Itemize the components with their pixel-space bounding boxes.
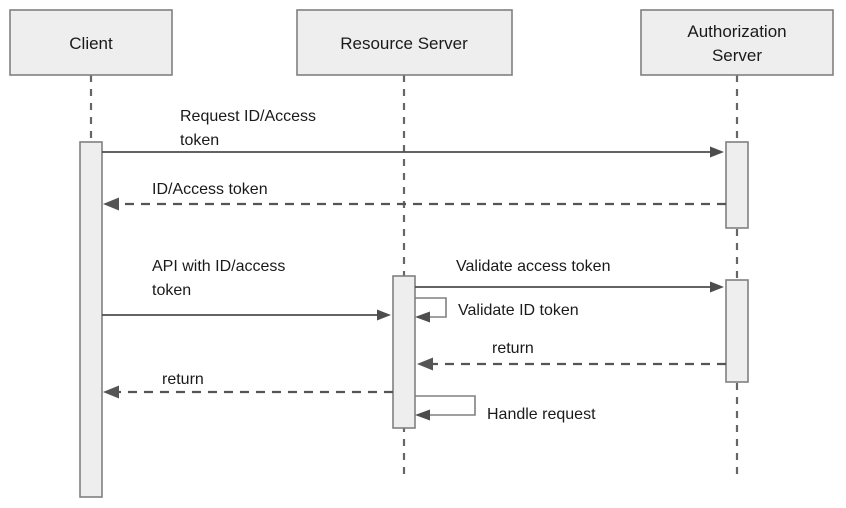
message-handle-request: Handle request	[415, 395, 596, 423]
message-label-api-with-id-access-token-line2: token	[152, 282, 191, 299]
message-label-api-with-id-access-token-line1: API with ID/access	[152, 258, 285, 275]
participant-label-client: Client	[69, 34, 113, 53]
arrowhead-handle-request	[415, 409, 430, 421]
participant-label-authorization-server-line1: Authorization	[687, 22, 786, 41]
message-return-resource-to-client: return	[103, 371, 393, 399]
activation-bar-authorization-server-1	[725, 141, 749, 229]
participant-box-resource-server[interactable]	[296, 9, 513, 76]
message-label-handle-request: Handle request	[487, 406, 596, 423]
participant-label-authorization-server-line2: Server	[712, 46, 762, 65]
activation-bar-client	[79, 141, 103, 498]
message-label-id-access-token-response: ID/Access token	[152, 181, 268, 198]
participant-client[interactable]: Client	[9, 9, 173, 76]
arrowhead-return-resource-to-client	[103, 385, 119, 399]
activation-bar-authorization-server-2	[725, 279, 749, 383]
message-id-access-token-response: ID/Access token	[103, 181, 726, 211]
participant-box-client[interactable]	[9, 9, 173, 76]
arrowhead-return-auth-to-resource	[417, 357, 433, 371]
activation-bars-layer	[79, 141, 749, 498]
arrowhead-validate-access-token	[710, 281, 724, 293]
message-api-with-id-access-token: API with ID/access token	[102, 258, 391, 321]
message-line-validate-id-token	[415, 297, 447, 318]
participant-box-authorization-server[interactable]	[640, 9, 834, 76]
message-return-auth-to-resource: return	[417, 340, 726, 371]
arrowhead-request-id-access-token	[710, 146, 724, 158]
message-request-id-access-token: Request ID/Access token	[102, 108, 724, 158]
participant-label-resource-server: Resource Server	[340, 34, 468, 53]
message-validate-access-token: Validate access token	[415, 258, 724, 293]
message-label-validate-access-token: Validate access token	[456, 258, 610, 275]
arrowhead-id-access-token-response	[103, 197, 119, 211]
message-label-validate-id-token: Validate ID token	[458, 302, 579, 319]
participant-authorization-server[interactable]: Authorization Server	[640, 9, 834, 76]
message-label-return-resource-to-client: return	[162, 371, 204, 388]
arrowhead-api-with-id-access-token	[377, 309, 391, 321]
message-line-handle-request	[415, 395, 476, 416]
message-label-request-id-access-token-line2: token	[180, 132, 219, 149]
message-validate-id-token: Validate ID token	[415, 297, 579, 323]
arrowhead-validate-id-token	[415, 311, 430, 323]
participant-resource-server[interactable]: Resource Server	[296, 9, 513, 76]
message-label-request-id-access-token-line1: Request ID/Access	[180, 108, 316, 125]
message-label-return-auth-to-resource: return	[492, 340, 534, 357]
activation-bar-resource-server	[392, 275, 416, 429]
